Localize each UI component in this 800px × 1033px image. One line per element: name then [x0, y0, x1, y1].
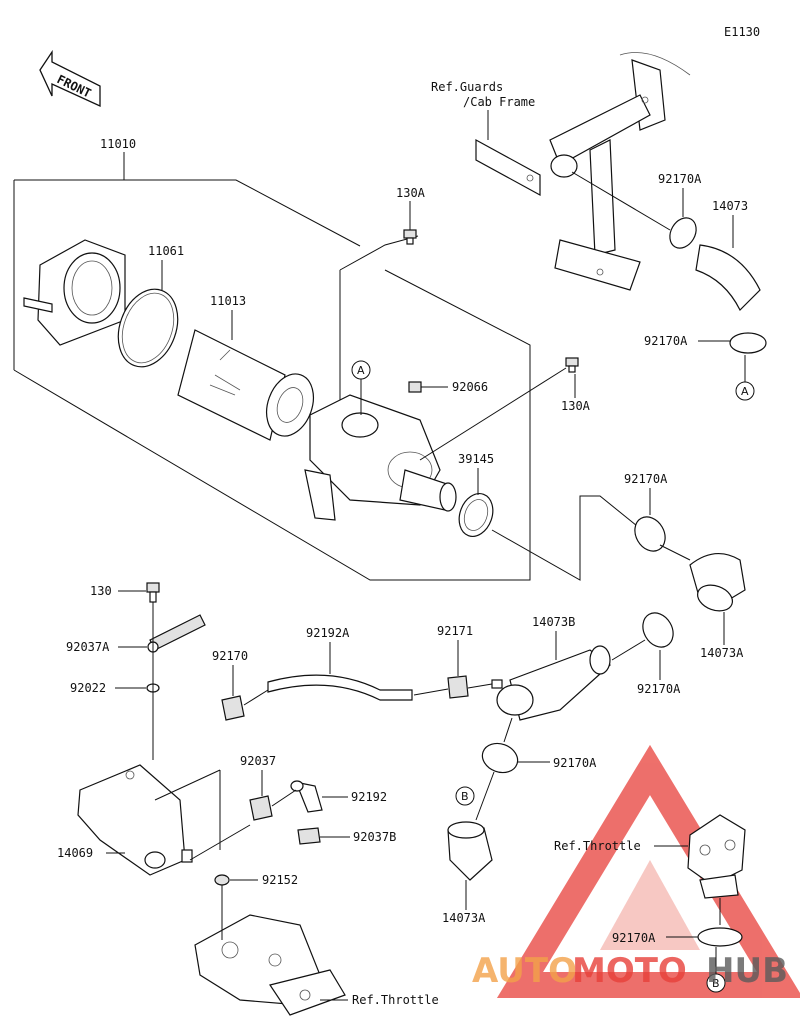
label-92170a-5: 92170A — [553, 756, 597, 770]
label-92192: 92192 — [351, 790, 387, 804]
label-14073: 14073 — [712, 199, 748, 213]
cab-frame-ref — [475, 52, 691, 291]
ref-cab-frame-label: /Cab Frame — [463, 95, 535, 109]
bolt-130a-top — [403, 229, 417, 245]
throttle-ref-right — [687, 814, 746, 899]
hose-14073a-2 — [447, 821, 493, 881]
watermark-text: AUTO MOTO HUB — [472, 951, 788, 991]
callout-a-top-text: A — [357, 364, 365, 377]
plug-92066 — [408, 381, 422, 393]
callout-b-right — [706, 973, 726, 993]
label-92170a-6: 92170A — [612, 931, 656, 945]
label-92170a-3: 92170A — [624, 472, 668, 486]
clip-92037b — [297, 827, 321, 845]
label-92170a-4: 92170A — [637, 682, 681, 696]
label-39145: 39145 — [458, 452, 494, 466]
label-92152: 92152 — [262, 873, 298, 887]
label-14073b: 14073B — [532, 615, 575, 629]
label-14073a-2: 14073A — [442, 911, 486, 925]
label-11013: 11013 — [210, 294, 246, 308]
label-11010: 11010 — [100, 137, 136, 151]
clamp-92170a-3 — [634, 516, 666, 552]
clamp-92037 — [249, 795, 273, 821]
assembly-outline-11010 — [13, 179, 531, 581]
watermark-auto: AUTO — [472, 951, 577, 991]
callout-a-right — [735, 381, 755, 401]
label-92170a-1: 92170A — [658, 172, 702, 186]
callout-b-left-text: B — [461, 790, 469, 803]
label-92192a: 92192A — [306, 626, 350, 640]
hose-14073 — [695, 244, 761, 312]
o-ring-11061 — [117, 288, 179, 368]
throttle-body-ref — [194, 914, 346, 1016]
label-92037a: 92037A — [66, 640, 110, 654]
label-92170a-2: 92170A — [644, 334, 688, 348]
ref-throttle-right-label: Ref.Throttle — [554, 839, 641, 853]
clamp-92170a-4 — [642, 612, 674, 648]
label-92037b: 92037B — [353, 830, 396, 844]
hose-14073a-1 — [689, 553, 746, 612]
ref-guards-label: Ref.Guards — [431, 80, 503, 94]
bracket-14069 — [77, 764, 193, 876]
front-arrow-icon: FRONT — [39, 49, 101, 108]
callout-a-right-text: A — [741, 385, 749, 398]
duct-14073b — [491, 645, 611, 721]
watermark-hub: HUB — [706, 951, 788, 991]
clamp-92170a-2 — [729, 332, 767, 354]
band-39145 — [458, 493, 494, 537]
clamp-92170a-1 — [669, 217, 697, 249]
label-92170: 92170 — [212, 649, 248, 663]
label-130: 130 — [90, 584, 112, 598]
clip-92171 — [447, 675, 469, 699]
diagram-code: E1130 — [724, 25, 760, 39]
callout-b-right-text: B — [712, 977, 720, 990]
label-92037: 92037 — [240, 754, 276, 768]
callout-b-left — [455, 786, 475, 806]
label-14069: 14069 — [57, 846, 93, 860]
label-92022: 92022 — [70, 681, 106, 695]
watermark-moto: MOTO — [572, 951, 687, 991]
filter-element-11013 — [177, 329, 314, 441]
air-cleaner-cover — [23, 239, 126, 346]
tube-92192a — [267, 674, 413, 701]
bolt-130 — [146, 582, 160, 603]
clamp-92170a-6 — [697, 927, 743, 947]
air-box-body — [304, 394, 457, 521]
ref-throttle-bottom-label: Ref.Throttle — [352, 993, 439, 1007]
label-92171: 92171 — [437, 624, 473, 638]
bolt-130a-mid — [565, 357, 579, 373]
label-14073a-1: 14073A — [700, 646, 744, 660]
label-92066: 92066 — [452, 380, 488, 394]
clamp-92170a-5 — [481, 742, 519, 774]
washer-92152 — [214, 874, 230, 886]
clamp-92170 — [221, 695, 245, 721]
label-11061: 11061 — [148, 244, 184, 258]
strap-92037a — [149, 614, 206, 651]
label-130a-mid: 130A — [561, 399, 591, 413]
label-130a-top: 130A — [396, 186, 426, 200]
